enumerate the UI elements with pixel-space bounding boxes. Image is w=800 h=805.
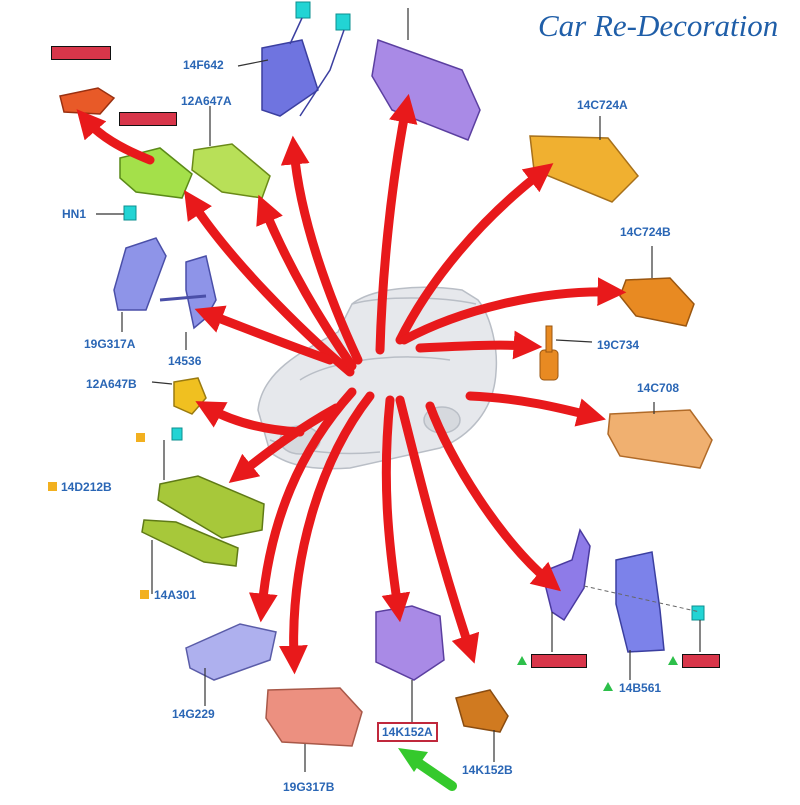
- label-14K152A: 14K152A: [377, 722, 438, 742]
- label-19C734: 19C734: [597, 338, 640, 352]
- component-14B561: [615, 551, 705, 653]
- component-12A647A: [191, 143, 271, 199]
- component-top-left-green: [119, 147, 193, 199]
- label-14C724A: 14C724A: [577, 98, 628, 112]
- label-14C724B: 14C724B: [620, 225, 671, 239]
- component-14K152B: [455, 689, 509, 733]
- label-14G229: 14G229: [172, 707, 215, 721]
- component-19C734: [539, 325, 559, 381]
- label-14536: 14536: [168, 354, 202, 368]
- triangle-marker-bracket: [517, 656, 527, 665]
- component-14C724A: [529, 135, 640, 203]
- label-14D212B: 14D212B: [61, 480, 112, 494]
- redacted-label-bracket: [531, 654, 587, 668]
- square-marker-1: [136, 433, 145, 442]
- component-14G229: [185, 623, 277, 681]
- triangle-marker-right: [668, 656, 678, 665]
- component-12A647B: [173, 377, 207, 415]
- component-top-center-module: [371, 8, 481, 141]
- label-12A647B: 12A647B: [86, 377, 137, 391]
- brand-title: Car Re-Decoration: [538, 8, 779, 43]
- component-14C724B: [619, 277, 695, 327]
- label-14K152B: 14K152B: [462, 763, 513, 777]
- label-14C708: 14C708: [637, 381, 680, 395]
- component-19G317A: [113, 237, 167, 311]
- red-arrows: [76, 93, 627, 675]
- label-14F642: 14F642: [183, 58, 224, 72]
- label-12A647A: 12A647A: [181, 94, 232, 108]
- component-14C708: [607, 409, 713, 469]
- leader-lines: [96, 59, 701, 772]
- triangle-marker-14B561: [603, 682, 613, 691]
- component-14K152A: [375, 605, 445, 681]
- label-14B561: 14B561: [619, 681, 662, 695]
- redacted-label-right: [682, 654, 720, 668]
- label-19G317B: 19G317B: [283, 780, 335, 794]
- component-14F642: [261, 1, 351, 117]
- green-pointer-arrow: [398, 748, 457, 791]
- label-HN1: HN1: [62, 207, 87, 221]
- label-19G317A: 19G317A: [84, 337, 136, 351]
- square-marker-14A301: [140, 590, 149, 599]
- square-marker-14D212B: [48, 482, 57, 491]
- redacted-label-green-module: [119, 112, 177, 126]
- redacted-label-top-left: [51, 46, 111, 60]
- component-14D212B: [141, 427, 265, 567]
- label-14A301: 14A301: [154, 588, 197, 602]
- component-top-left-red: [59, 87, 116, 115]
- component-19G317B: [265, 687, 363, 747]
- component-bracket-right: [541, 528, 701, 622]
